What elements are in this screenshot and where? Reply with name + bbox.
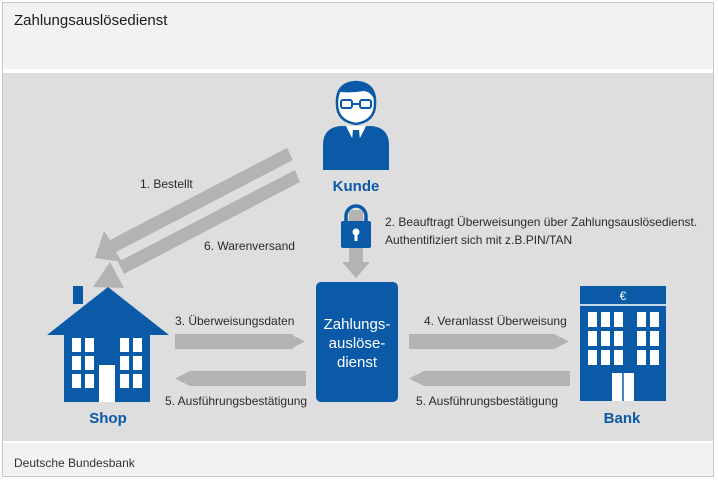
arrow-confirm-shop-shaft [190,371,306,386]
arrow-transfer-data-head [290,334,305,349]
step-5-left-label: 5. Ausführungsbestätigung [165,394,307,408]
arrow-confirm-shop-head [175,371,190,386]
step-5-right-label: 5. Ausführungsbestätigung [416,394,558,408]
service-line-1: Zahlungs- [324,316,391,333]
source-note: Deutsche Bundesbank [14,456,135,470]
step-4-label: 4. Veranlasst Überweisung [424,314,567,328]
euro-sign: € [620,289,627,303]
step-6-label: 6. Warenversand [204,239,295,253]
arrow-shipping [118,170,300,274]
arrow-authorize-head [342,262,370,278]
arrow-confirm-service-shaft [424,371,570,386]
arrow-initiate-shaft [409,334,555,349]
arrow-order [95,148,293,262]
bank-building-icon [580,286,666,401]
bank-label: Bank [604,410,641,427]
customer-label: Kunde [333,178,380,195]
service-line-2: auslöse- [329,335,386,352]
step-3-label: 3. Überweisungsdaten [175,314,294,328]
house-icon [47,286,169,402]
payment-service-box [316,282,398,402]
arrow-initiate-head [554,334,569,349]
header: Zahlungsauslösedienst [3,3,713,73]
lock-icon [341,204,371,248]
step-1-label: 1. Bestellt [140,177,193,191]
arrow-transfer-data-shaft [175,334,293,349]
service-line-3: dienst [337,354,378,371]
footer: Deutsche Bundesbank [3,443,713,476]
arrow-shipping-head [93,262,124,288]
person-icon [323,80,389,170]
arrow-confirm-service-head [409,371,424,386]
step-2-label-line1: 2. Beauftragt Überweisungen über Zahlung… [385,215,697,229]
figure-title: Zahlungsauslösedienst [14,12,168,29]
shop-label: Shop [89,410,127,427]
step-2-label-line2: Authentifiziert sich mit z.B.PIN/TAN [385,233,572,247]
